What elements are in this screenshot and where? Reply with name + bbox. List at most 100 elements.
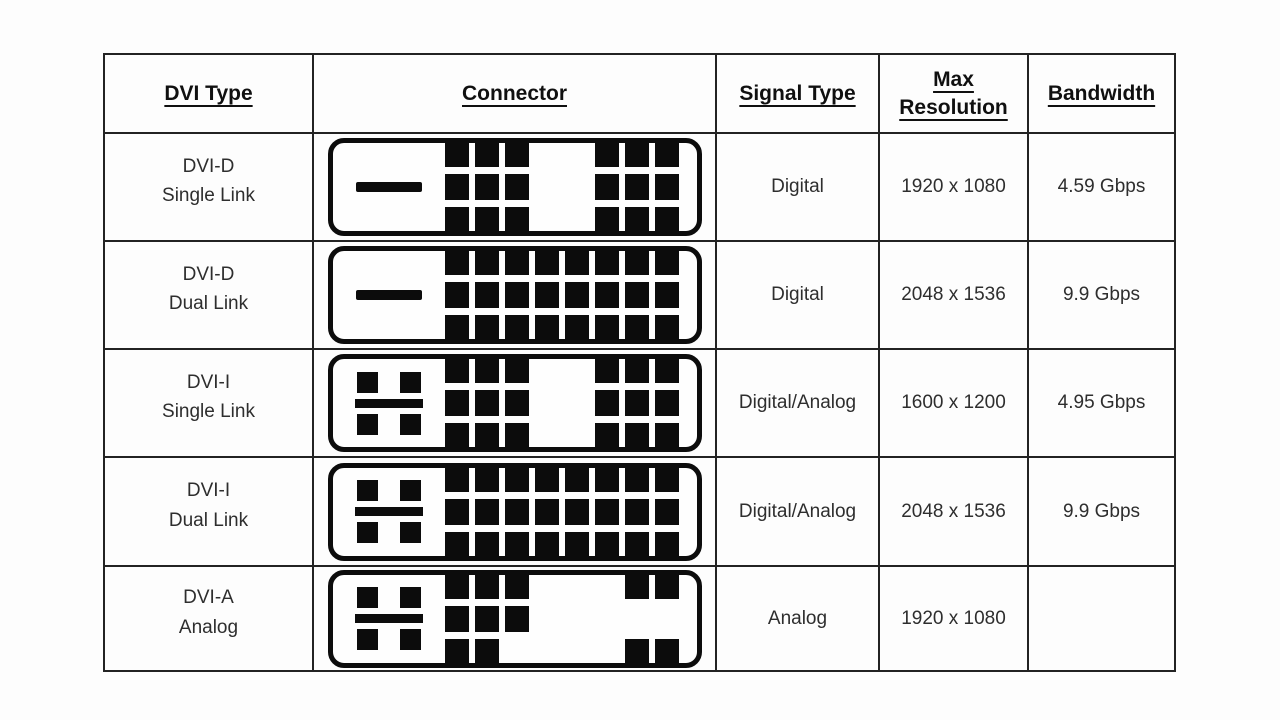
signal-pin xyxy=(444,605,469,632)
dvi-connector-diagram xyxy=(327,462,702,561)
connector-pin-grid xyxy=(444,465,679,558)
connector-left-section xyxy=(333,587,445,650)
signal-pin xyxy=(654,638,679,665)
signal-pin xyxy=(594,207,619,233)
connector-cell xyxy=(314,458,717,567)
signal-pin xyxy=(654,315,679,341)
max-resolution-cell: 1920 x 1080 xyxy=(880,134,1029,242)
signal-pin xyxy=(444,315,469,341)
signal-pin xyxy=(444,207,469,233)
analog-pin xyxy=(356,413,378,435)
signal-pin xyxy=(594,315,619,341)
signal-pin xyxy=(624,141,649,167)
signal-pin xyxy=(444,390,469,416)
signal-pin xyxy=(504,605,529,632)
signal-pin xyxy=(444,531,469,558)
signal-pin xyxy=(594,357,619,383)
signal-pin xyxy=(504,498,529,525)
signal-pin xyxy=(564,498,589,525)
dvi-type-line1: DVI-D xyxy=(182,263,235,285)
signal-pin xyxy=(564,249,589,275)
signal-pin xyxy=(504,423,529,449)
signal-pin xyxy=(624,531,649,558)
analog-pin-row xyxy=(356,413,421,435)
signal-pin xyxy=(444,465,469,492)
analog-pin xyxy=(399,413,421,435)
signal-pin xyxy=(654,357,679,383)
signal-type-cell: Digital/Analog xyxy=(717,458,880,567)
signal-pin xyxy=(594,498,619,525)
header-label: Signal Type xyxy=(739,81,856,105)
signal-pin xyxy=(654,498,679,525)
signal-pin xyxy=(654,531,679,558)
analog-pin xyxy=(399,587,421,608)
dvi-type-line1: DVI-I xyxy=(186,371,231,393)
analog-pin xyxy=(356,480,378,501)
signal-pin xyxy=(624,572,649,599)
signal-pin xyxy=(474,357,499,383)
connector-cell xyxy=(314,242,717,350)
dvi-type-line2: Single Link xyxy=(162,185,255,206)
signal-pin xyxy=(504,249,529,275)
connector-cell xyxy=(314,350,717,458)
analog-pin xyxy=(399,522,421,543)
dvi-type-line1: DVI-I xyxy=(186,480,231,502)
signal-pin xyxy=(504,141,529,167)
dvi-connector-diagram xyxy=(327,138,702,236)
connector-cell xyxy=(314,567,717,670)
flat-blade-pin xyxy=(355,290,422,300)
signal-pin xyxy=(654,282,679,308)
signal-pin xyxy=(444,638,469,665)
header-label: Bandwidth xyxy=(1047,81,1156,105)
signal-pin xyxy=(504,315,529,341)
signal-pin xyxy=(594,390,619,416)
bandwidth-cell: 4.95 Gbps xyxy=(1029,350,1174,458)
signal-pin xyxy=(594,531,619,558)
signal-pin xyxy=(564,315,589,341)
analog-pin-row xyxy=(356,629,421,650)
dvi-type-line2: Analog xyxy=(178,616,239,638)
signal-pin xyxy=(474,638,499,665)
dvi-connector-diagram xyxy=(327,354,702,452)
signal-pin xyxy=(624,465,649,492)
dvi-type-cell: DVI-I Single Link xyxy=(105,350,314,458)
signal-pin xyxy=(564,282,589,308)
max-resolution-cell: 1920 x 1080 xyxy=(880,567,1029,670)
signal-pin xyxy=(474,249,499,275)
signal-pin xyxy=(594,282,619,308)
analog-pin xyxy=(356,522,378,543)
signal-pin xyxy=(444,498,469,525)
analog-blade-pin xyxy=(354,614,423,623)
signal-pin xyxy=(444,572,469,599)
signal-pin xyxy=(534,531,559,558)
signal-pin xyxy=(474,605,499,632)
analog-pin-block xyxy=(354,371,423,435)
column-header-connector: Connector xyxy=(314,55,717,134)
signal-pin xyxy=(474,572,499,599)
analog-pin xyxy=(399,480,421,501)
max-resolution-cell: 2048 x 1536 xyxy=(880,242,1029,350)
signal-pin xyxy=(534,315,559,341)
signal-pin xyxy=(654,207,679,233)
analog-pin-row xyxy=(356,587,421,608)
dvi-type-cell: DVI-A Analog xyxy=(105,567,314,670)
bandwidth-cell: 9.9 Gbps xyxy=(1029,242,1174,350)
signal-pin xyxy=(594,141,619,167)
signal-pin xyxy=(624,638,649,665)
dvi-type-cell: DVI-D Single Link xyxy=(105,134,314,242)
signal-pin xyxy=(594,174,619,200)
signal-pin xyxy=(444,357,469,383)
analog-blade-pin xyxy=(354,398,423,408)
max-resolution-cell: 2048 x 1536 xyxy=(880,458,1029,567)
analog-pin-block xyxy=(354,587,423,650)
signal-pin xyxy=(474,315,499,341)
signal-pin xyxy=(564,531,589,558)
dvi-type-line2: Dual Link xyxy=(168,293,249,314)
signal-pin xyxy=(534,498,559,525)
analog-pin xyxy=(356,629,378,650)
analog-pin-row xyxy=(356,480,421,501)
signal-pin xyxy=(504,572,529,599)
header-label: Connector xyxy=(462,81,567,105)
signal-pin xyxy=(474,465,499,492)
signal-pin xyxy=(624,282,649,308)
